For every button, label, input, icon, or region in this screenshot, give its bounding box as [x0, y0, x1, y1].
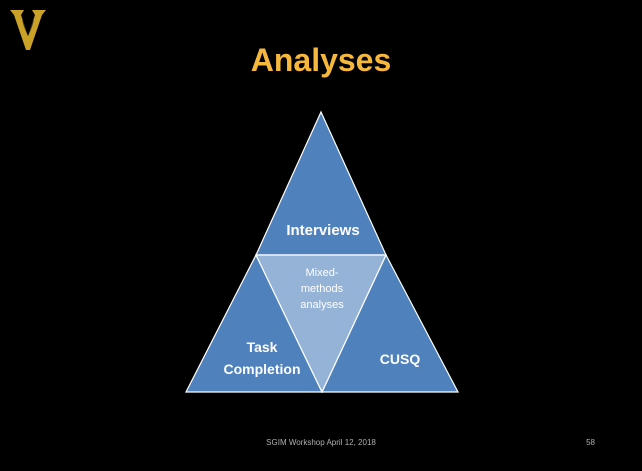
- center-label-line-2: methods: [301, 283, 344, 295]
- right-label: CUSQ: [380, 351, 421, 367]
- center-label-line-1: Mixed-: [305, 267, 338, 279]
- center-triangle: [255, 254, 387, 394]
- center-label-line-3: analyses: [300, 299, 344, 311]
- left-label-line-2: Completion: [224, 361, 301, 377]
- top-label: Interviews: [286, 222, 359, 239]
- university-v-logo-icon: [10, 10, 46, 50]
- slide-number: 58: [586, 438, 595, 447]
- slide-footer: SGIM Workshop April 12, 2018 58: [0, 438, 642, 454]
- footer-text: SGIM Workshop April 12, 2018: [266, 438, 376, 447]
- slide-title: Analyses: [250, 42, 392, 78]
- left-label-line-1: Task: [247, 339, 278, 355]
